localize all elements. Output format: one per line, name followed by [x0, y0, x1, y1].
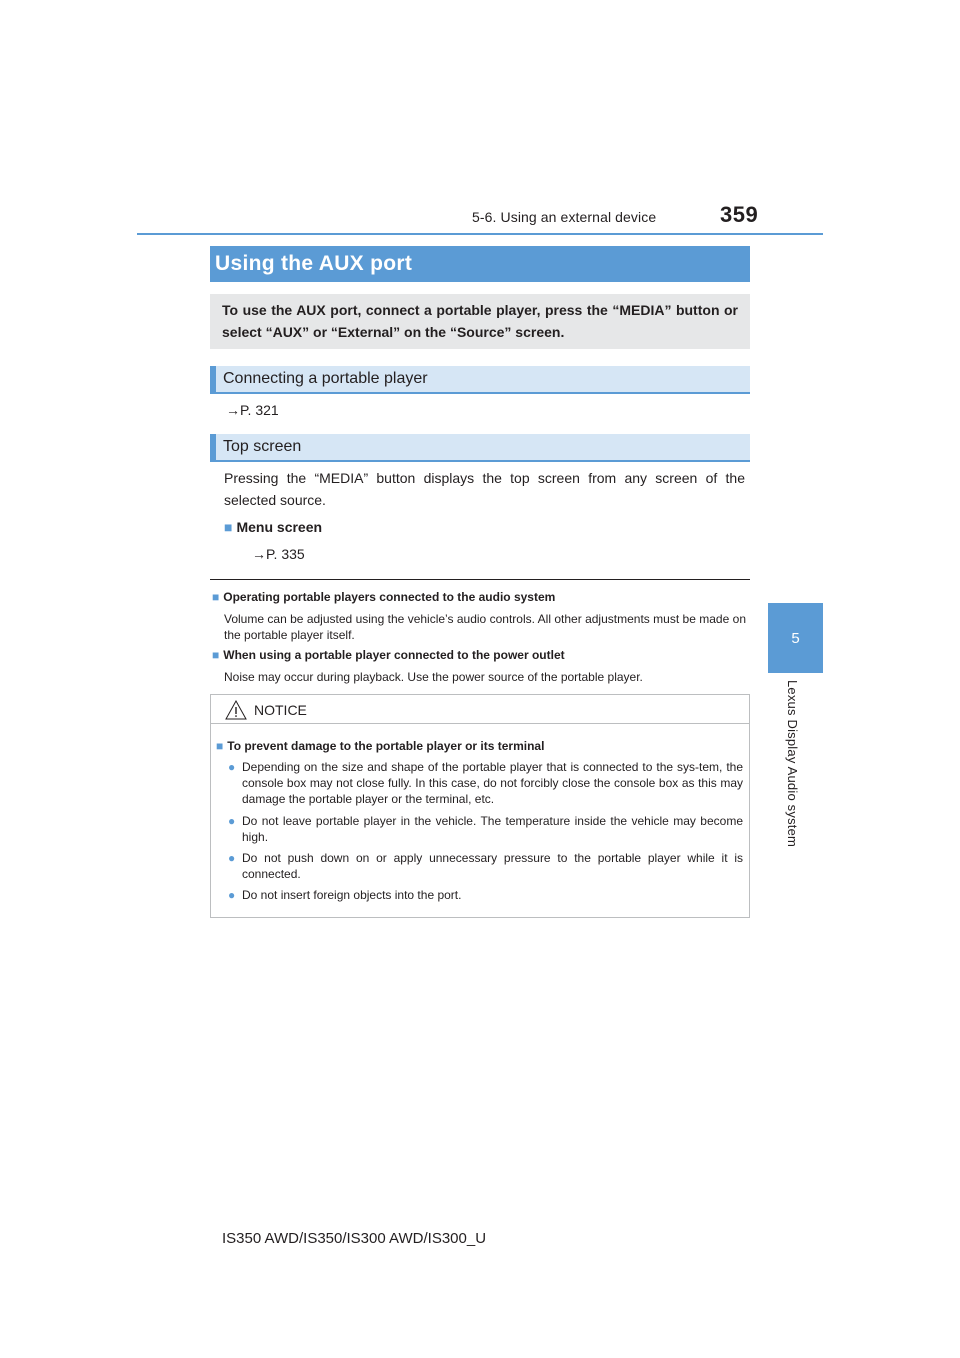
note-heading-text: When using a portable player connected t… [223, 648, 565, 662]
square-bullet-icon: ■ [212, 648, 220, 662]
top-screen-description: Pressing the “MEDIA” button displays the… [224, 470, 745, 508]
notice-label: NOTICE [254, 702, 307, 718]
notice-bullet-text: Depending on the size and shape of the p… [242, 760, 743, 806]
section-heading-text: Connecting a portable player [223, 370, 428, 387]
notice-bullet: ● Depending on the size and shape of the… [228, 759, 743, 807]
notice-heading: ■To prevent damage to the portable playe… [216, 739, 544, 753]
menu-screen-reference-link[interactable]: →P. 335 [252, 546, 305, 562]
round-bullet-icon: ● [228, 760, 236, 774]
notice-box [210, 694, 750, 918]
round-bullet-icon: ● [228, 888, 236, 902]
note-heading: ■Operating portable players connected to… [212, 590, 555, 604]
notice-bullet: ● Do not push down on or apply unnecessa… [228, 850, 743, 882]
notice-bullet-text: Do not leave portable player in the vehi… [242, 814, 743, 844]
warning-triangle-icon [225, 700, 247, 720]
chapter-number: 5 [791, 629, 800, 647]
notice-heading-text: To prevent damage to the portable player… [227, 739, 545, 753]
page-reference-link[interactable]: →P. 321 [226, 402, 279, 418]
note-heading-text: Operating portable players connected to … [223, 590, 556, 604]
section-title: 5-6. Using an external device [472, 209, 657, 225]
notice-bullet-text: Do not push down on or apply unnecessary… [242, 851, 743, 881]
notice-bullet: ● Do not insert foreign objects into the… [228, 887, 743, 903]
round-bullet-icon: ● [228, 814, 236, 828]
note-text: Volume can be adjusted using the vehicle… [224, 612, 746, 642]
section-heading-connecting: Connecting a portable player [210, 366, 750, 394]
menu-screen-heading: ■Menu screen [224, 516, 322, 538]
round-bullet-icon: ● [228, 851, 236, 865]
notice-bullet-text: Do not insert foreign objects into the p… [242, 888, 462, 902]
chapter-tab: 5 [768, 603, 823, 673]
page-number: 359 [720, 202, 759, 227]
menu-screen-label: Menu screen [236, 519, 323, 535]
square-bullet-icon: ■ [224, 519, 233, 535]
section-heading-top-screen: Top screen [210, 434, 750, 462]
note-text: Noise may occur during playback. Use the… [224, 670, 643, 684]
square-bullet-icon: ■ [212, 590, 220, 604]
notice-header [210, 694, 750, 724]
page-title: Using the AUX port [210, 246, 750, 282]
note-heading: ■When using a portable player connected … [212, 648, 565, 662]
header-rule [137, 233, 823, 235]
intro-box: To use the AUX port, connect a portable … [210, 294, 750, 349]
section-heading-text: Top screen [223, 438, 302, 455]
chapter-name: Lexus Display Audio system [785, 680, 800, 848]
notes-divider [210, 579, 750, 580]
notice-bullet: ● Do not leave portable player in the ve… [228, 813, 743, 845]
square-bullet-icon: ■ [216, 739, 224, 753]
model-footer: IS350 AWD/IS350/IS300 AWD/IS300_U [222, 1230, 487, 1247]
